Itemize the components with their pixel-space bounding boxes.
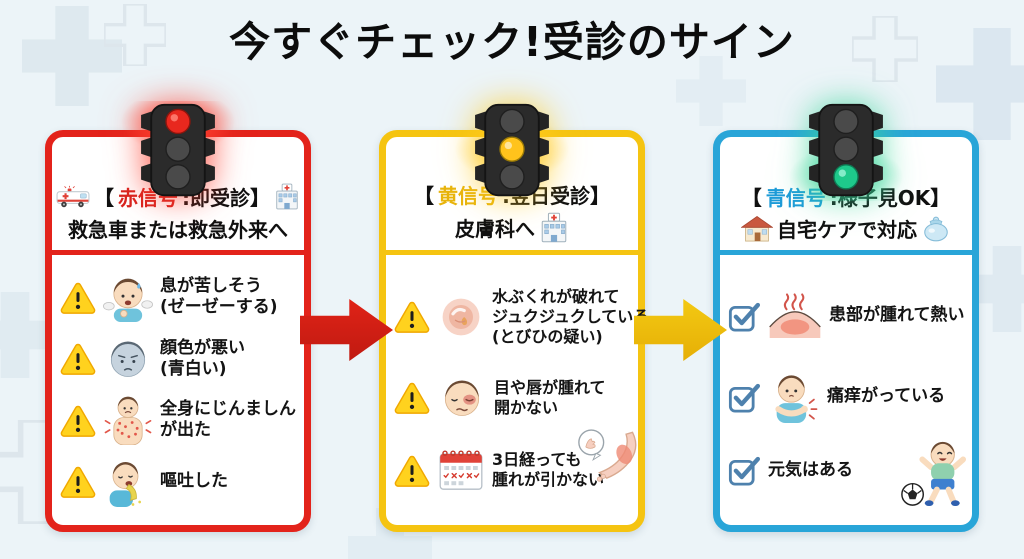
list-item: 痛痒がっている bbox=[728, 371, 966, 423]
item-text: 嘔吐した bbox=[160, 470, 228, 491]
list-item: 嘔吐した bbox=[60, 457, 298, 507]
item-text: 痛痒がっている bbox=[827, 385, 946, 406]
pale-face-illustration bbox=[103, 334, 153, 384]
list-item: 患部が腫れて熱い bbox=[728, 293, 966, 339]
red-header-line2: 救急車または救急外来へ bbox=[68, 218, 288, 242]
ice-pack-icon bbox=[921, 216, 951, 242]
list-item: 息が苦しそう(ゼーゼーする) bbox=[60, 272, 298, 322]
traffic-light-red-icon bbox=[118, 101, 238, 201]
list-item: 顔色が悪い(青白い) bbox=[60, 334, 298, 384]
house-icon bbox=[741, 215, 773, 242]
header-text: 皮膚科へ bbox=[455, 217, 535, 241]
warning-triangle-icon bbox=[60, 404, 96, 437]
warning-triangle-icon bbox=[60, 465, 96, 498]
hives-body-illustration bbox=[103, 395, 153, 445]
warning-triangle-icon bbox=[394, 454, 430, 487]
item-text: (ゼーゼーする) bbox=[160, 297, 278, 318]
swollen-arm-illustration bbox=[572, 428, 638, 488]
warning-triangle-icon bbox=[394, 381, 430, 414]
item-text: 開かない bbox=[494, 397, 559, 417]
item-text: 息が苦しそう bbox=[160, 276, 262, 297]
item-text: ジュクジュクしている bbox=[492, 306, 650, 326]
item-text: 水ぶくれが破れて bbox=[492, 286, 620, 306]
header-bracket: 【 bbox=[94, 186, 114, 210]
item-text: が出た bbox=[160, 420, 211, 441]
yellow-panel-body: 水ぶくれが破れてジュクジュクしている(とびひの疑い) 目や唇が腫れて開かない 3… bbox=[386, 255, 649, 526]
header-bracket: 【 bbox=[741, 186, 762, 210]
vomiting-child-illustration bbox=[103, 457, 153, 507]
hospital-icon bbox=[539, 212, 569, 243]
yellow-header-line2: 皮膚科へ bbox=[455, 212, 569, 243]
red-signal-panel: 【赤信号:即受診】 救急車または救急外来へ 息が苦しそう(ゼーゼーする) 顔色が… bbox=[45, 130, 311, 532]
warning-triangle-icon bbox=[60, 342, 96, 375]
checkbox-checked-icon bbox=[728, 300, 761, 332]
red-panel-body: 息が苦しそう(ゼーゼーする) 顔色が悪い(青白い) 全身にじんましんが出た 嘔吐… bbox=[52, 255, 304, 526]
item-text: 元気はある bbox=[768, 459, 853, 480]
checkbox-checked-icon bbox=[728, 454, 761, 486]
blue-signal-panel: 【青信号:様子見OK】 自宅ケアで対応 患部が腫れて熱い 痛痒がっている 元気 bbox=[713, 130, 979, 532]
item-text: 腫れが引かない bbox=[492, 470, 605, 490]
item-text: 目や唇が腫れて bbox=[494, 377, 606, 397]
header-bracket: 【 bbox=[414, 184, 434, 208]
item-text: (青白い) bbox=[160, 358, 227, 379]
list-item: 全身にじんましんが出た bbox=[60, 395, 298, 445]
list-item: 目や唇が腫れて開かない bbox=[394, 373, 632, 423]
item-text: (とびひの疑い) bbox=[492, 326, 603, 346]
warning-triangle-icon bbox=[394, 300, 430, 333]
item-text: 3日経っても bbox=[492, 450, 582, 470]
blue-panel-body: 患部が腫れて熱い 痛痒がっている 元気はある bbox=[720, 255, 972, 526]
swollen-eye-face-illustration bbox=[437, 373, 487, 423]
blue-header-line2: 自宅ケアで対応 bbox=[741, 214, 951, 243]
hospital-icon bbox=[274, 183, 300, 210]
list-item: 3日経っても腫れが引かない bbox=[394, 448, 632, 492]
list-item: 元気はある bbox=[728, 454, 966, 486]
traffic-light-yellow-icon bbox=[452, 101, 572, 201]
item-text: 顔色が悪い bbox=[160, 337, 245, 358]
child-wheezing-illustration bbox=[103, 272, 153, 322]
item-text: 患部が腫れて熱い bbox=[829, 305, 965, 326]
warning-triangle-icon bbox=[60, 281, 96, 314]
playing-child-illustration bbox=[898, 438, 968, 508]
broken-blister-illustration bbox=[437, 293, 485, 341]
checkbox-checked-icon bbox=[728, 381, 761, 413]
yellow-signal-panel: 【黄信号:翌日受診】 皮膚科へ 水ぶくれが破れてジュクジュクしている(とびひの疑… bbox=[379, 130, 649, 532]
page-title: 今すぐチェック!受診のサイン bbox=[229, 18, 795, 66]
list-item: 水ぶくれが破れてジュクジュクしている(とびひの疑い) bbox=[394, 287, 649, 347]
hot-swelling-illustration bbox=[768, 293, 822, 339]
ambulance-icon bbox=[56, 185, 90, 209]
traffic-light-green-icon bbox=[786, 101, 906, 201]
scratching-child-illustration bbox=[768, 371, 820, 423]
item-text: 全身にじんましん bbox=[160, 398, 296, 419]
header-text: 自宅ケアで対応 bbox=[777, 218, 917, 242]
calendar-icon bbox=[437, 448, 485, 492]
